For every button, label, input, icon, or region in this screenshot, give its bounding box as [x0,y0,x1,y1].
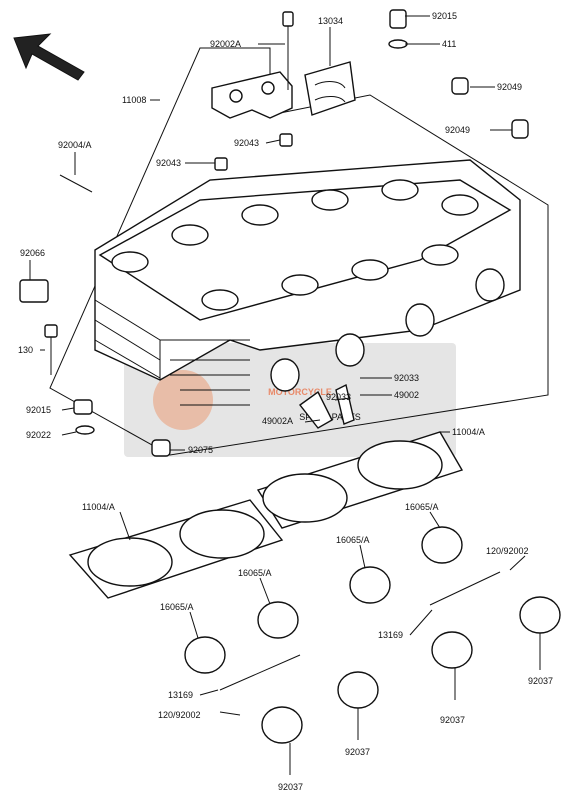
label-92043-a: 92043 [234,138,259,148]
label-92043-b: 92043 [156,158,181,168]
gasket-left-11004A [68,499,284,599]
label-120-92002-left: 120/92002 [158,710,201,720]
label-92037-b: 92037 [440,715,465,725]
label-130: 130 [18,345,33,355]
label-16065A-d: 16065/A [160,602,194,612]
label-92075: 92075 [188,445,213,455]
clamps [261,596,561,744]
label-92033-b: 92033 [326,392,351,402]
holder-plates [219,571,501,691]
part-labels: 92002A 13034 92015 411 11008 92049 92049… [18,11,553,792]
label-92015-mid: 92015 [26,405,51,415]
label-92015-top: 92015 [432,11,457,21]
label-16065A-a: 16065/A [405,502,439,512]
watermark-brand: MOTORCYCLE [268,387,332,397]
label-11004A-left: 11004/A [82,502,115,512]
carb-holders [184,526,463,674]
label-49002: 49002 [394,390,419,400]
leader-lines [29,15,541,775]
group-outline [49,47,549,456]
cam-chain-guide-13034 [304,61,356,116]
label-92049-b: 92049 [445,125,470,135]
small-parts [19,9,529,457]
label-92037-d: 92037 [278,782,303,792]
label-92037-c: 92037 [345,747,370,757]
direction-arrow-icon [13,33,85,81]
label-92022: 92022 [26,430,51,440]
label-16065A-c: 16065/A [238,568,272,578]
label-411: 411 [442,39,456,49]
label-92037-a: 92037 [528,676,553,686]
label-92002A-top: 92002A [210,39,241,49]
label-120-92002-right: 120/92002 [486,546,529,556]
label-92033-a: 92033 [394,373,419,383]
label-92049-a: 92049 [497,82,522,92]
label-11004A-right: 11004/A [452,427,485,437]
label-49002A: 49002A [262,416,293,426]
label-92004A: 92004/A [58,140,92,150]
cam-cap [211,71,293,119]
label-92066: 92066 [20,248,45,258]
label-13034: 13034 [318,16,343,26]
label-13169-left: 13169 [168,690,193,700]
cylinder-head [94,159,521,406]
label-11008: 11008 [122,95,146,105]
label-16065A-b: 16065/A [336,535,370,545]
label-13169-right: 13169 [378,630,403,640]
watermark: MOTORCYCLE SPARE PARTS [124,343,456,457]
gasket-right-11004A [256,431,464,529]
